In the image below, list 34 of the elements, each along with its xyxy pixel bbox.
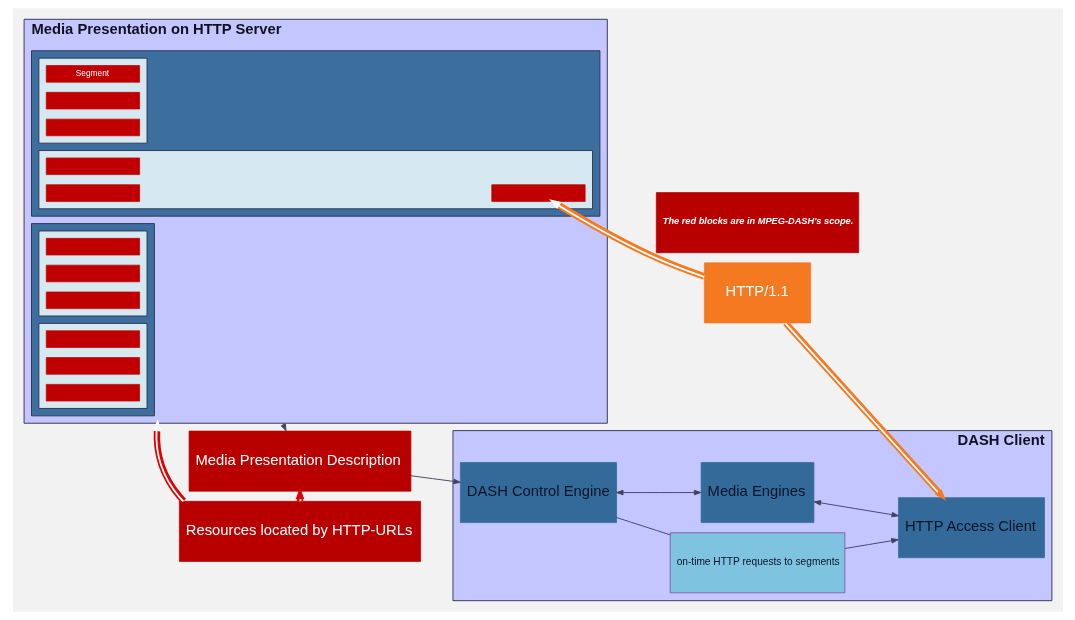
arrow <box>409 475 461 485</box>
arrow <box>280 422 286 432</box>
node-bar <box>45 118 140 137</box>
node-box: Media Engines <box>700 462 814 523</box>
node-box: HTTP Access Client <box>897 497 1045 559</box>
node-box: on-time HTTP requests to segments <box>669 532 845 594</box>
arrow <box>152 419 186 504</box>
cluster <box>37 322 147 409</box>
node-box: Media Presentation Description <box>188 430 411 492</box>
node-bar <box>45 384 140 402</box>
node-box: Segment <box>45 65 140 83</box>
arrow <box>813 500 899 518</box>
node-box: Resources located by HTTP-URLs <box>178 500 421 562</box>
node-bar <box>45 184 140 202</box>
connector <box>615 517 670 536</box>
node-bar <box>45 330 140 348</box>
node-box: The red blocks are in MPEG-DASH's scope. <box>655 192 859 254</box>
cluster <box>37 57 147 144</box>
node-bar <box>45 91 140 110</box>
node-box: DASH Control Engine <box>459 462 617 523</box>
node-box: HTTP/1.1 <box>703 262 811 324</box>
arrow <box>615 489 701 496</box>
arrow <box>782 320 946 501</box>
node-bar <box>45 238 140 256</box>
cluster <box>37 230 147 317</box>
cluster <box>30 223 155 417</box>
node-bar <box>45 157 140 175</box>
node-bar <box>45 291 140 309</box>
node-bar <box>490 184 585 202</box>
node-bar <box>45 357 140 375</box>
arrow <box>844 538 899 549</box>
arrow <box>548 199 705 280</box>
cluster <box>30 50 600 217</box>
node-bar <box>45 264 140 283</box>
